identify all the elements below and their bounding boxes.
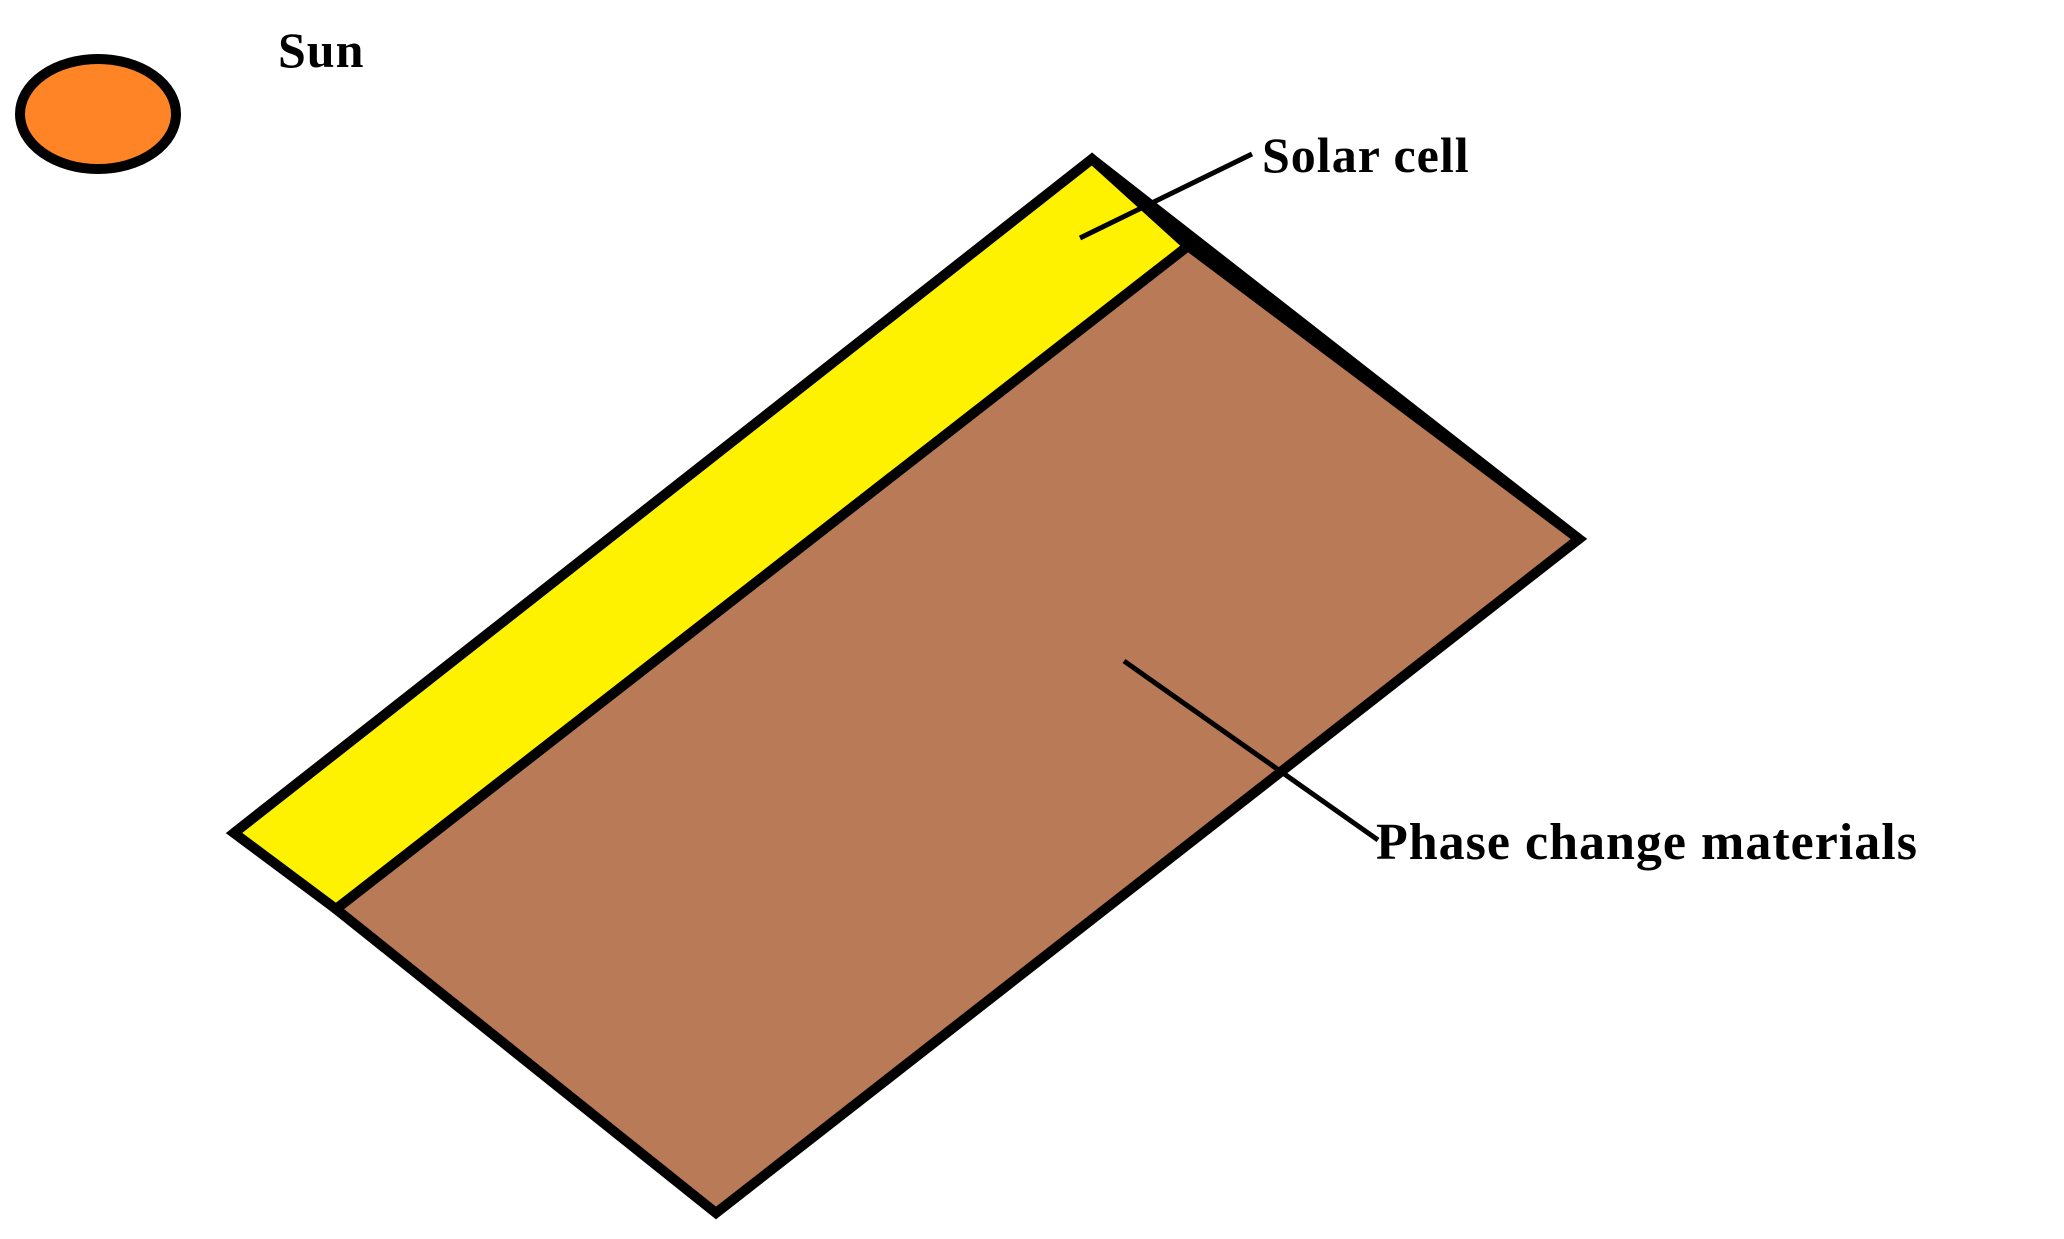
solar-cell-leader-line (1078, 151, 1254, 241)
pcm-leader-line (1122, 658, 1380, 843)
panel-outline (230, 152, 1583, 837)
solar-cell-label: Solar cell (1262, 127, 1470, 183)
sun-label: Sun (278, 22, 365, 78)
sun-circle (15, 54, 181, 174)
phase-change-materials-label: Phase change materials (1376, 814, 1918, 871)
